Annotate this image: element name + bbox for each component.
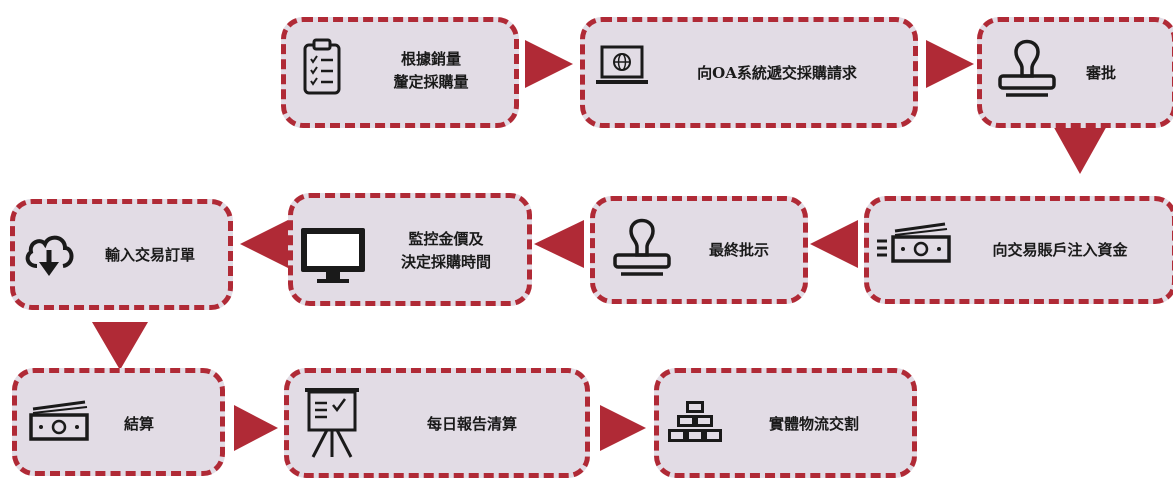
step-box-6: 監控金價及 決定採購時間 bbox=[288, 193, 532, 306]
step-label-1-line2: 釐定採購量 bbox=[393, 73, 469, 91]
step-label-2-line1: 向OA系統遞交採購請求 bbox=[697, 64, 857, 82]
step-label-6: 監控金價及 決定採購時間 bbox=[371, 228, 521, 274]
step-box-1: 根據銷量 釐定採購量 bbox=[281, 17, 519, 128]
stamp-icon bbox=[613, 218, 671, 276]
step-label-1: 根據銷量 釐定採購量 bbox=[356, 48, 506, 94]
presentation-board-icon bbox=[305, 388, 359, 458]
arrow-right-1 bbox=[525, 40, 573, 88]
step-label-8-line1: 結算 bbox=[123, 415, 154, 433]
arrow-right-2 bbox=[926, 40, 974, 88]
step-label-9-line1: 每日報告清算 bbox=[426, 415, 517, 433]
gold-bars-icon bbox=[668, 401, 722, 442]
step-label-4: 向交易賬戶注入資金 bbox=[965, 239, 1155, 262]
step-box-10: 實體物流交割 bbox=[654, 368, 917, 478]
cloud-download-icon bbox=[25, 235, 74, 276]
step-box-5: 最終批示 bbox=[590, 196, 808, 304]
arrow-down-1 bbox=[1052, 124, 1108, 174]
step-label-10: 實體物流交割 bbox=[749, 413, 879, 436]
step-label-3: 審批 bbox=[1066, 62, 1136, 85]
step-box-9: 每日報告清算 bbox=[284, 368, 590, 478]
step-label-8: 結算 bbox=[109, 413, 169, 436]
step-label-6-line1: 監控金價及 bbox=[408, 230, 484, 248]
step-box-7: 輸入交易訂單 bbox=[10, 199, 233, 310]
step-label-4-line1: 向交易賬戶注入資金 bbox=[992, 241, 1128, 259]
arrow-right-3 bbox=[234, 405, 278, 451]
step-label-3-line1: 審批 bbox=[1085, 64, 1116, 82]
step-box-2: 向OA系統遞交採購請求 bbox=[580, 17, 918, 128]
step-label-7: 輸入交易訂單 bbox=[85, 244, 215, 267]
step-box-3: 審批 bbox=[977, 17, 1173, 128]
step-label-5: 最終批示 bbox=[689, 239, 789, 262]
laptop-globe-icon bbox=[596, 45, 648, 84]
step-label-9: 每日報告清算 bbox=[407, 413, 537, 436]
money-transfer-icon bbox=[877, 222, 951, 263]
step-label-10-line1: 實體物流交割 bbox=[768, 415, 859, 433]
arrow-down-2 bbox=[92, 322, 148, 370]
arrow-left-3 bbox=[240, 220, 288, 268]
arrow-left-1 bbox=[810, 220, 858, 268]
stamp-icon bbox=[998, 39, 1056, 97]
arrow-left-2 bbox=[534, 220, 584, 268]
step-label-1-line1: 根據銷量 bbox=[400, 50, 461, 68]
monitor-icon bbox=[301, 228, 365, 283]
banknote-icon bbox=[29, 400, 89, 441]
step-label-2: 向OA系統遞交採購請求 bbox=[667, 62, 887, 85]
clipboard-icon bbox=[303, 38, 341, 95]
step-box-4: 向交易賬戶注入資金 bbox=[864, 196, 1173, 304]
step-box-8: 結算 bbox=[12, 368, 225, 476]
step-label-5-line1: 最終批示 bbox=[708, 241, 769, 259]
step-label-7-line1: 輸入交易訂單 bbox=[104, 246, 195, 264]
arrow-right-4 bbox=[600, 405, 646, 451]
step-label-6-line2: 決定採購時間 bbox=[400, 253, 491, 271]
